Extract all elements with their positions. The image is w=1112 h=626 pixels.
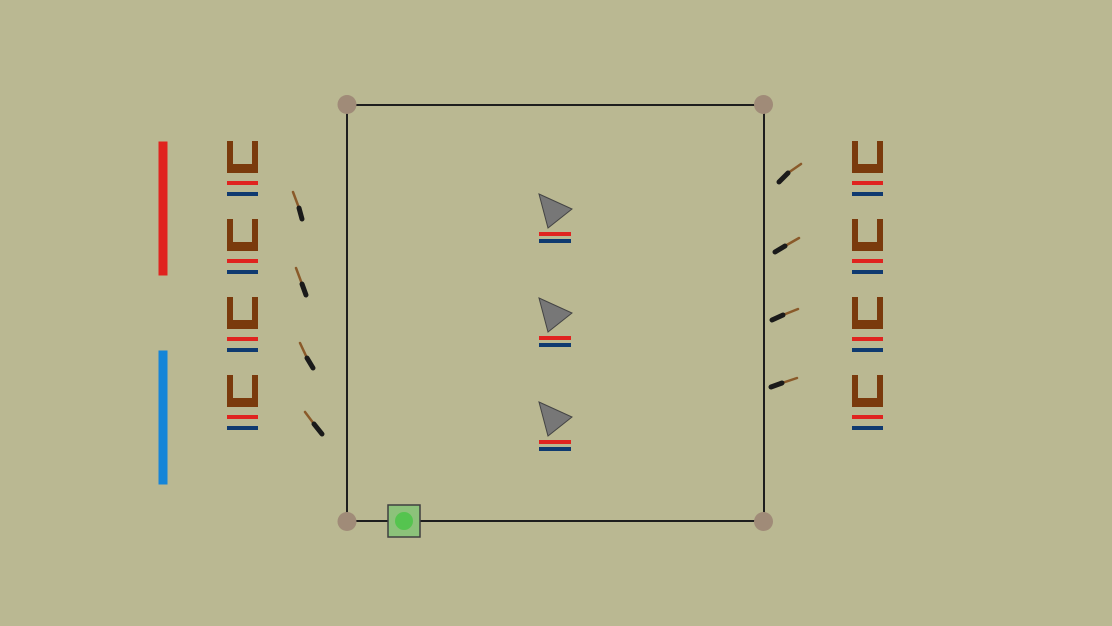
goal-red-bar: [227, 259, 258, 263]
stick-grip: [772, 243, 788, 255]
stick-right-3[interactable]: [769, 307, 800, 323]
field-boundary: [346, 104, 765, 522]
stick-grip: [311, 421, 325, 437]
cone-unit-3[interactable]: [538, 401, 573, 451]
stick-shaft: [780, 376, 799, 385]
goal-red-bar: [852, 415, 883, 419]
corner-post-top-left: [337, 95, 357, 114]
stick-shaft: [291, 190, 301, 210]
goal-icon: [852, 219, 883, 251]
goal-icon: [852, 375, 883, 407]
corner-post-bottom-right: [754, 512, 773, 531]
goal-unit-left-4[interactable]: [227, 375, 258, 430]
goal-red-bar: [852, 181, 883, 185]
goal-icon: [227, 141, 258, 173]
corner-post-bottom-left: [337, 512, 357, 531]
stick-right-2[interactable]: [772, 236, 801, 255]
stick-grip: [768, 380, 785, 390]
goal-red-bar: [227, 181, 258, 185]
goal-blue-bar: [227, 270, 258, 274]
goal-blue-bar: [227, 426, 258, 430]
cone-icon: [538, 193, 573, 229]
stick-grip: [304, 355, 316, 371]
stick-shaft: [783, 236, 801, 248]
goal-blue-bar: [852, 192, 883, 196]
goal-unit-right-2[interactable]: [852, 219, 883, 274]
cone-blue-bar: [539, 343, 571, 347]
goal-unit-left-2[interactable]: [227, 219, 258, 274]
stick-left-1[interactable]: [291, 190, 305, 222]
cone-unit-1[interactable]: [538, 193, 573, 243]
stick-right-4[interactable]: [768, 376, 799, 390]
goal-unit-left-1[interactable]: [227, 141, 258, 196]
goal-blue-bar: [852, 426, 883, 430]
stick-shaft: [294, 266, 304, 286]
player-marker[interactable]: [387, 504, 421, 538]
goal-blue-bar: [227, 348, 258, 352]
goal-red-bar: [852, 259, 883, 263]
goal-unit-left-3[interactable]: [227, 297, 258, 352]
stick-right-1[interactable]: [776, 162, 803, 185]
cone-red-bar: [539, 232, 571, 236]
goal-unit-right-4[interactable]: [852, 375, 883, 430]
goal-red-bar: [227, 337, 258, 341]
goal-icon: [852, 141, 883, 173]
cone-unit-2[interactable]: [538, 297, 573, 347]
stick-shaft-grip: [299, 281, 309, 298]
goal-blue-bar: [852, 348, 883, 352]
cone-icon: [538, 401, 573, 437]
stick-grip: [769, 312, 786, 323]
goal-red-bar: [852, 337, 883, 341]
goal-icon: [852, 297, 883, 329]
blue-team-bar: [158, 350, 168, 485]
stick-shaft: [298, 341, 309, 360]
goal-icon: [227, 297, 258, 329]
cone-red-bar: [539, 336, 571, 340]
red-team-bar: [158, 141, 168, 276]
stick-left-3[interactable]: [298, 341, 316, 371]
stick-shaft: [781, 307, 800, 317]
goal-blue-bar: [852, 270, 883, 274]
cone-icon: [538, 297, 573, 333]
corner-post-top-right: [754, 95, 773, 114]
cone-blue-bar: [539, 239, 571, 243]
goal-unit-right-1[interactable]: [852, 141, 883, 196]
stick-left-2[interactable]: [294, 266, 309, 298]
stick-grip: [776, 170, 791, 185]
stick-grip: [296, 205, 305, 222]
goal-icon: [227, 375, 258, 407]
goal-icon: [227, 219, 258, 251]
player-marker-glow: [395, 512, 413, 530]
cone-blue-bar: [539, 447, 571, 451]
stick-shaft: [786, 162, 803, 175]
cone-red-bar: [539, 440, 571, 444]
goal-red-bar: [227, 415, 258, 419]
stick-left-4[interactable]: [303, 410, 325, 437]
goal-unit-right-3[interactable]: [852, 297, 883, 352]
goal-blue-bar: [227, 192, 258, 196]
